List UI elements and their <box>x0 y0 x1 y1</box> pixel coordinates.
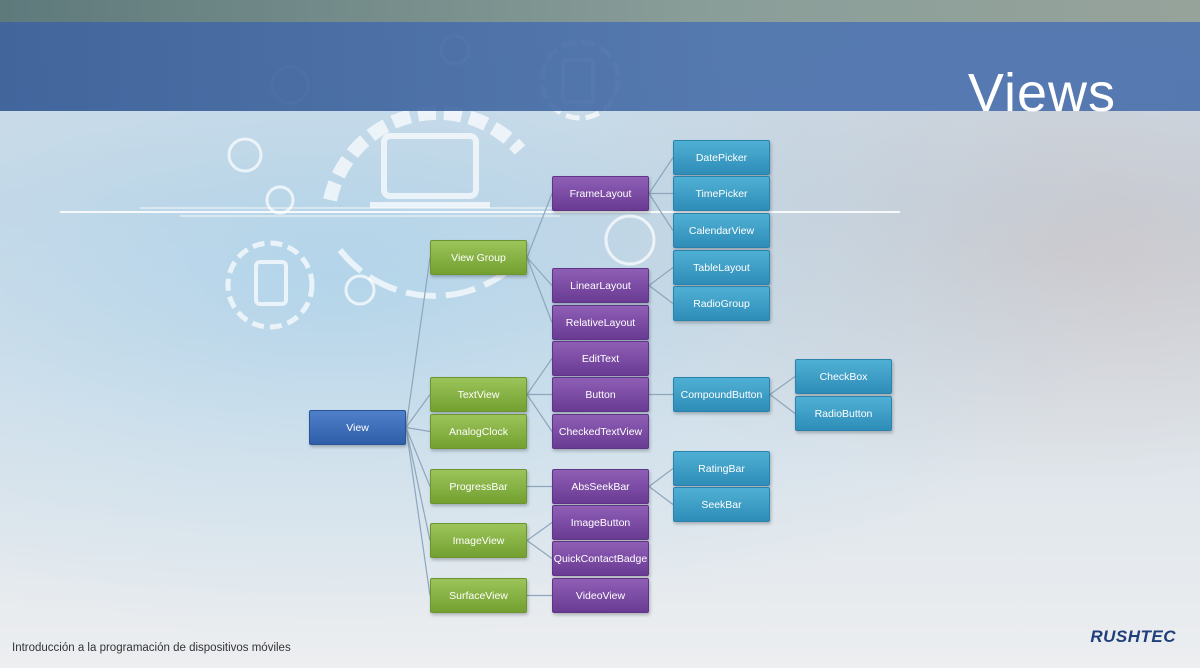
connector-view-viewgroup <box>405 257 431 428</box>
node-radiobutton: RadioButton <box>795 396 892 431</box>
connector-view-surfaceview <box>405 427 431 596</box>
node-videoview: VideoView <box>552 578 649 613</box>
node-checkbox: CheckBox <box>795 359 892 394</box>
node-absseekbar: AbsSeekBar <box>552 469 649 504</box>
node-surfaceview: SurfaceView <box>430 578 527 613</box>
connector-imageview-imagebutton <box>526 522 553 541</box>
connector-framelayout-datepicker <box>648 157 674 194</box>
connector-viewgroup-linearlayout <box>526 257 553 286</box>
connector-compoundbutton-radiobutton <box>769 394 796 414</box>
node-framelayout: FrameLayout <box>552 176 649 211</box>
connector-linearlayout-radiogroup <box>648 285 674 304</box>
node-compoundbutton: CompoundButton <box>673 377 770 412</box>
node-ratingbar: RatingBar <box>673 451 770 486</box>
node-calendarview: CalendarView <box>673 213 770 248</box>
footer-course-title: Introducción a la programación de dispos… <box>12 642 291 654</box>
node-quickcontactbadge: QuickContactBadge <box>552 541 649 576</box>
node-analogclock: AnalogClock <box>430 414 527 449</box>
connector-imageview-quickcontactbadge <box>526 540 553 559</box>
node-timepicker: TimePicker <box>673 176 770 211</box>
node-view: View <box>309 410 406 445</box>
node-progressbar: ProgressBar <box>430 469 527 504</box>
top-band <box>0 0 1200 22</box>
node-radiogroup: RadioGroup <box>673 286 770 321</box>
connector-view-textview <box>405 394 431 428</box>
connector-absseekbar-seekbar <box>648 486 674 505</box>
connector-framelayout-calendarview <box>648 193 674 231</box>
brand-logo: RUSHTEC <box>1090 627 1176 646</box>
node-relativelayout: RelativeLayout <box>552 305 649 340</box>
node-imageview: ImageView <box>430 523 527 558</box>
node-tablelayout: TableLayout <box>673 250 770 285</box>
node-button: Button <box>552 377 649 412</box>
connector-view-analogclock <box>405 426 431 433</box>
connector-viewgroup-relativelayout <box>526 257 553 323</box>
slide-title: Views <box>967 63 1116 123</box>
node-datepicker: DatePicker <box>673 140 770 175</box>
title-bar: Views <box>0 22 1200 123</box>
connector-view-progressbar <box>405 427 431 487</box>
node-imagebutton: ImageButton <box>552 505 649 540</box>
connector-view-imageview <box>405 427 431 541</box>
node-linearlayout: LinearLayout <box>552 268 649 303</box>
node-edittext: EditText <box>552 341 649 376</box>
node-textview: TextView <box>430 377 527 412</box>
connector-viewgroup-framelayout <box>526 193 553 258</box>
connector-textview-edittext <box>526 358 553 395</box>
connector-linearlayout-tablelayout <box>648 267 674 286</box>
connector-absseekbar-ratingbar <box>648 468 674 487</box>
node-view-group: View Group <box>430 240 527 275</box>
node-seekbar: SeekBar <box>673 487 770 522</box>
connector-textview-checkedtextview <box>526 394 553 432</box>
node-checkedtextview: CheckedTextView <box>552 414 649 449</box>
connector-compoundbutton-checkbox <box>769 376 796 395</box>
